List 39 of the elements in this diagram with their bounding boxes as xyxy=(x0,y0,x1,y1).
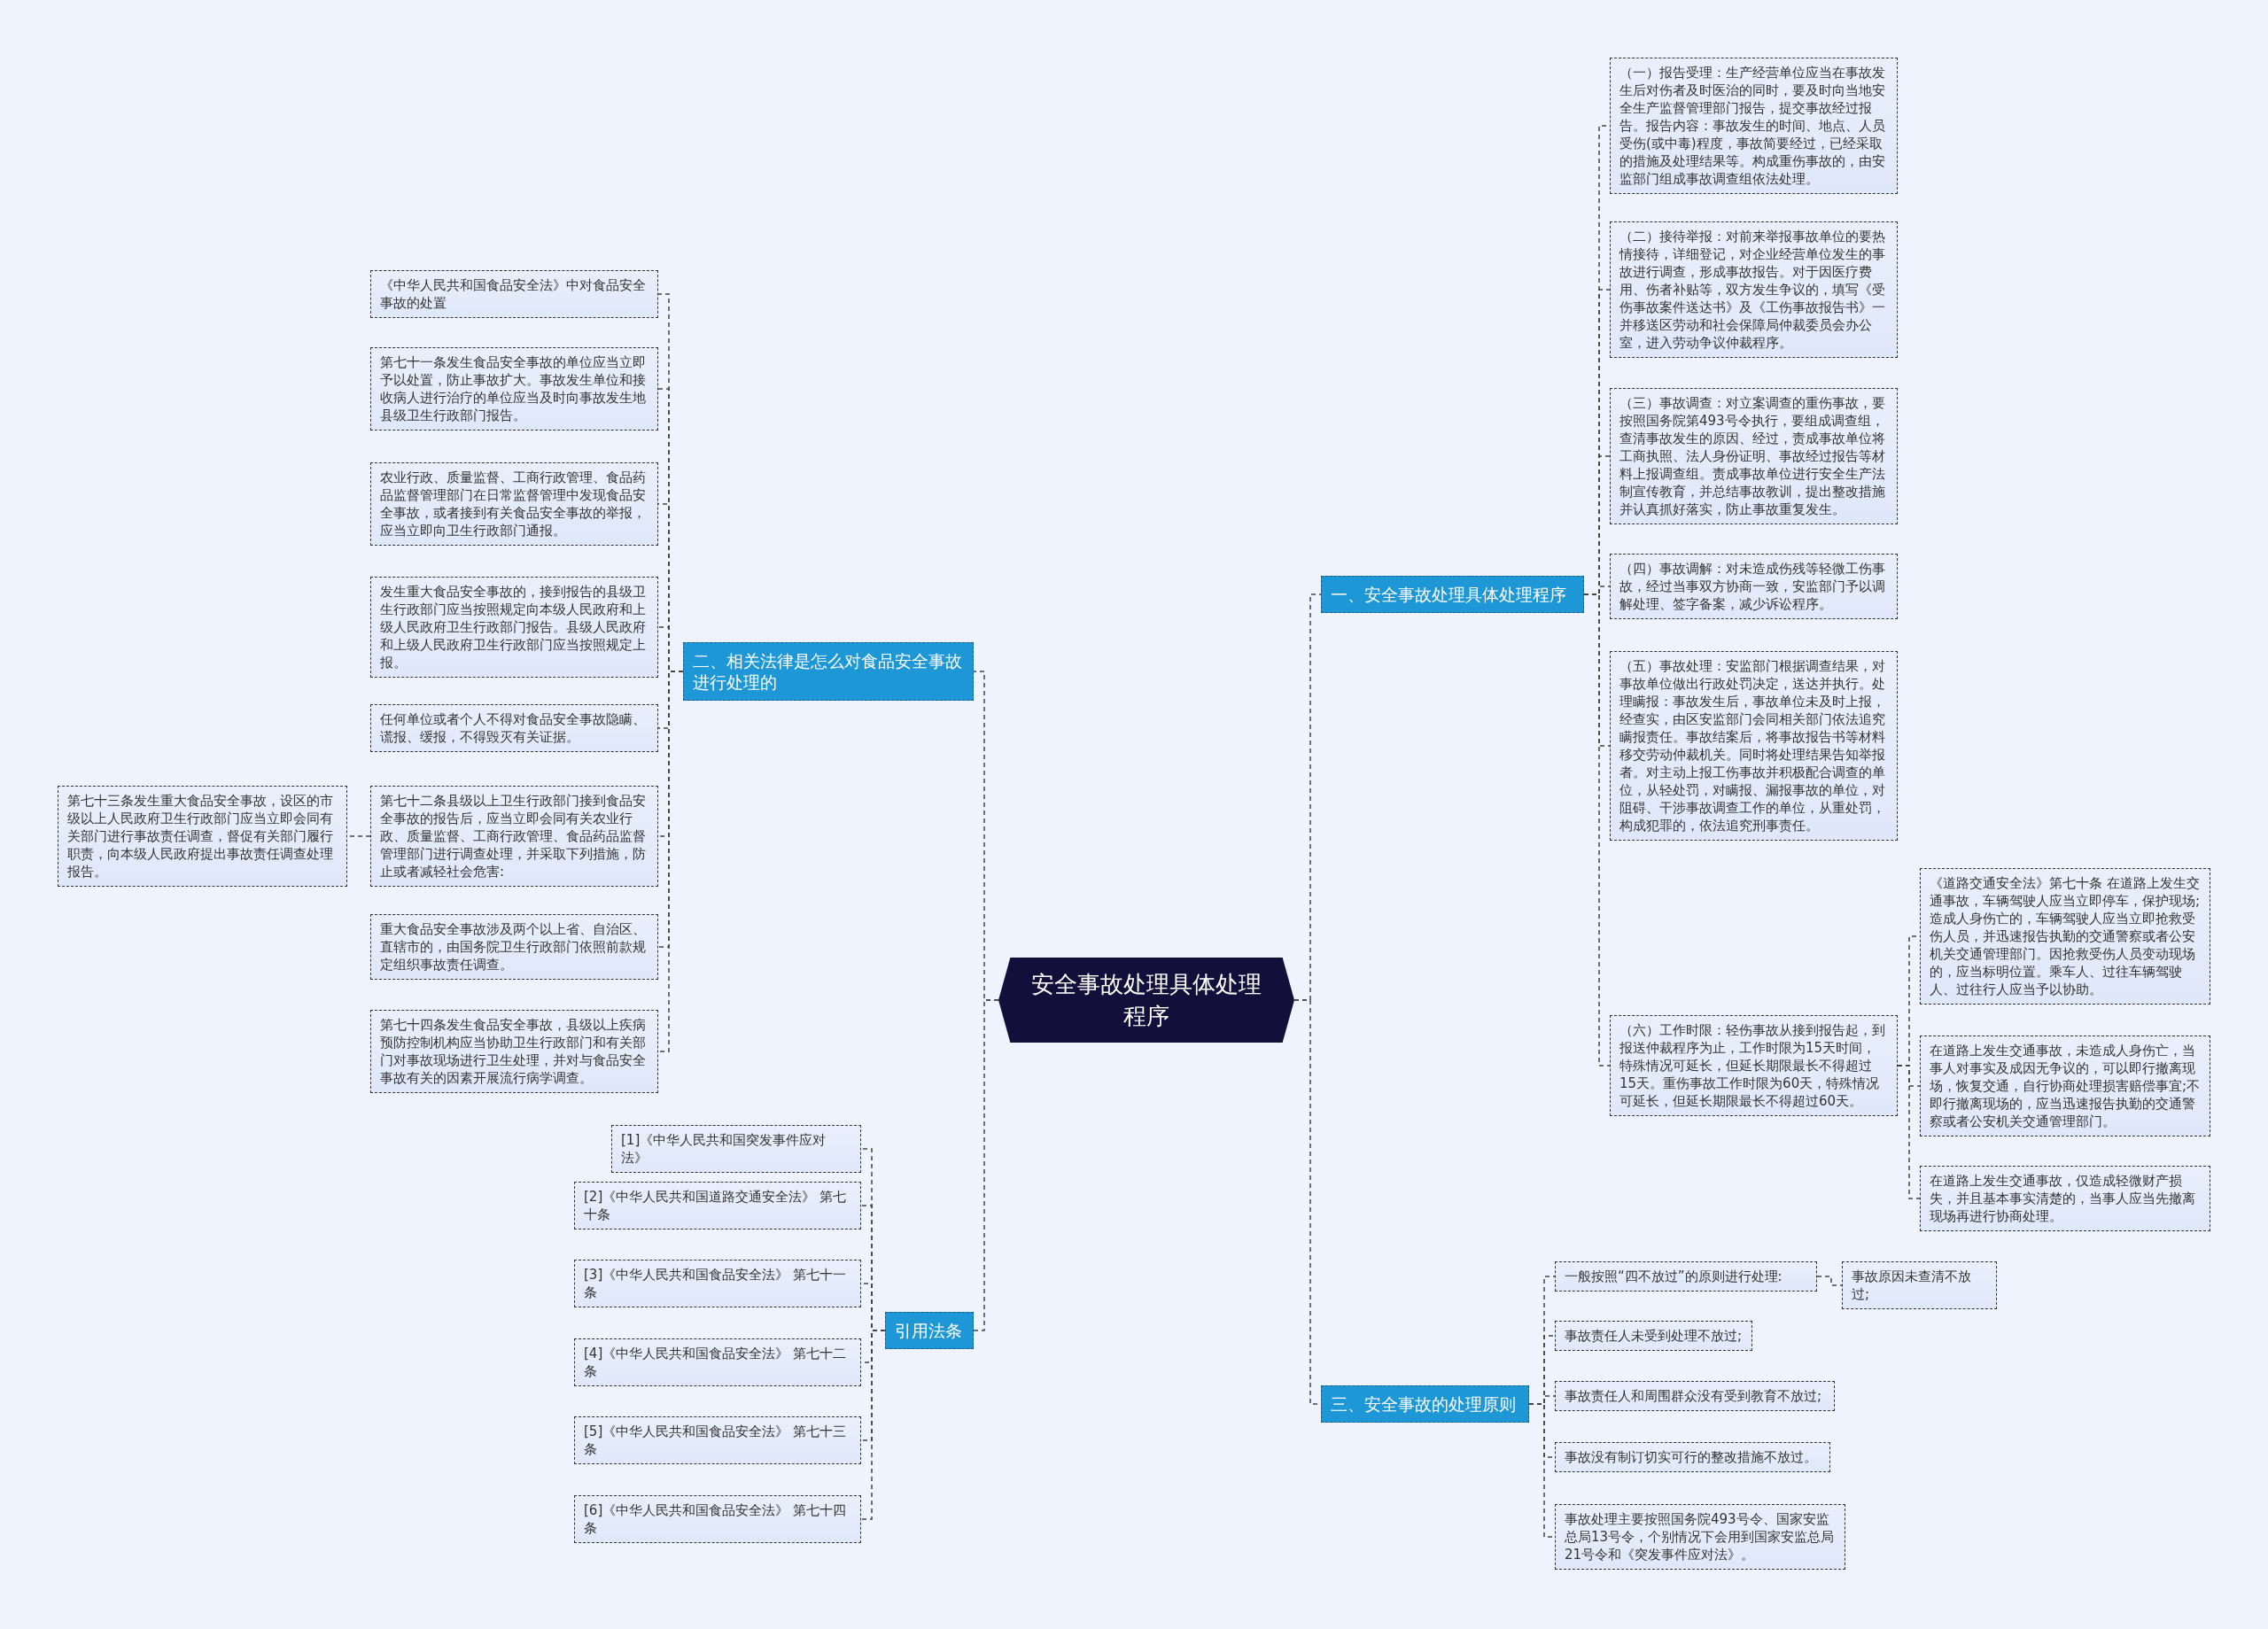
text-card: 第七十三条发生重大食品安全事故，设区的市级以上人民政府卫生行政部门应当立即会同有关部门进行事故责任调查，督促有关部门履行职责，向本级人民政府提出事故责任调查处理报告。 xyxy=(58,786,347,887)
text-card: 在道路上发生交通事故，未造成人身伤亡，当事人对事实及成因无争议的，可以即行撤离现场，恢复交通，自行协商处理损害赔偿事宜;不即行撤离现场的，应当迅速报告执勤的交通警察或者公安机关交通管理部门。 xyxy=(1920,1036,2210,1136)
text-card: 事故责任人和周围群众没有受到教育不放过; xyxy=(1555,1381,1835,1411)
text-card: 事故处理主要按照国务院493号令、国家安监总局13号令，个别情况下会用到国家安监总局21号令和《突发事件应对法》。 xyxy=(1555,1504,1845,1570)
connector-line xyxy=(860,1330,886,1520)
text-card: 农业行政、质量监督、工商行政管理、食品药品监督管理部门在日常监督管理中发现食品安全事故，或者接到有关食品安全事故的举报，应当立即向卫生行政部门通报。 xyxy=(370,462,658,546)
branch-topic: 三、安全事故的处理原则 xyxy=(1321,1385,1529,1423)
text-card: 《道路交通安全法》第七十条 在道路上发生交通事故，车辆驾驶人应当立即停车，保护现场;造成人身伤亡的，车辆驾驶人应当立即抢救受伤人员，并迅速报告执勤的交通警察或者公安机关交通管理部门。因抢救受伤人员变动现场的，应当标明位置。乘车人、过往车辆驾驶人、过往行人应当予以协助。 xyxy=(1920,868,2210,1005)
text-card: 一般按照“四不放过”的原则进行处理: xyxy=(1555,1261,1817,1292)
text-card: [6]《中华人民共和国食品安全法》 第七十四条 xyxy=(574,1495,861,1543)
text-card: 在道路上发生交通事故，仅造成轻微财产损失，并且基本事实清楚的，当事人应当先撤离现场再进行协商处理。 xyxy=(1920,1166,2210,1231)
connector-line xyxy=(1897,1065,1921,1199)
text-card: 第七十四条发生食品安全事故，县级以上疾病预防控制机构应当协助卫生行政部门和有关部门对事故现场进行卫生处理，并对与食品安全事故有关的因素开展流行病学调查。 xyxy=(370,1010,658,1093)
text-card: 事故责任人未受到处理不放过; xyxy=(1555,1321,1752,1351)
text-card: 任何单位或者个人不得对食品安全事故隐瞒、谎报、缓报，不得毁灭有关证据。 xyxy=(370,704,658,752)
text-card: 第七十一条发生食品安全事故的单位应当立即予以处置，防止事故扩大。事故发生单位和接收病人进行治疗的单位应当及时向事故发生地县级卫生行政部门报告。 xyxy=(370,347,658,431)
text-card: [2]《中华人民共和国道路交通安全法》 第七十条 xyxy=(574,1182,861,1230)
branch-topic: 一、安全事故处理具体处理程序 xyxy=(1321,576,1584,613)
text-card: （一）报告受理：生产经营单位应当在事故发生后对伤者及时医治的同时，要及时向当地安全生产监督管理部门报告，提交事故经过报告。报告内容：事故发生的时间、地点、人员受伤(或中毒)程度，事故简要经过，已经采取的措施及处理结果等。构成重伤事故的，由安监部门组成事故调查组依法处理。 xyxy=(1610,58,1898,194)
text-card: [3]《中华人民共和国食品安全法》 第七十一条 xyxy=(574,1260,861,1307)
text-card: [4]《中华人民共和国食品安全法》 第七十二条 xyxy=(574,1338,861,1386)
text-card: [1]《中华人民共和国突发事件应对法》 xyxy=(611,1125,861,1173)
connector-line xyxy=(973,999,999,1331)
text-card: 发生重大食品安全事故的，接到报告的县级卫生行政部门应当按照规定向本级人民政府和上级人民政府卫生行政部门报告。县级人民政府和上级人民政府卫生行政部门应当按照规定上报。 xyxy=(370,577,658,678)
text-card: [5]《中华人民共和国食品安全法》 第七十三条 xyxy=(574,1416,861,1464)
text-card: 事故原因未查清不放过; xyxy=(1842,1261,1997,1309)
central-topic: 安全事故处理具体处理程序 xyxy=(998,958,1294,1043)
text-card: 第七十二条县级以上卫生行政部门接到食品安全事故的报告后，应当立即会同有关农业行政、质量监督、工商行政管理、食品药品监督管理部门进行调查处理，并采取下列措施，防止或者减轻社会危害: xyxy=(370,786,658,887)
text-card: 《中华人民共和国食品安全法》中对食品安全事故的处置 xyxy=(370,270,658,318)
connector-line xyxy=(1816,1276,1843,1286)
text-card: （四）事故调解：对未造成伤残等轻微工伤事故，经过当事双方协商一致，安监部门予以调解处理、签字备案，减少诉讼程序。 xyxy=(1610,554,1898,619)
text-card: （五）事故处理：安监部门根据调查结果，对事故单位做出行政处罚决定，送达并执行。处理瞒报：事故发生后，事故单位未及时上报，经查实，由区安监部门会同相关部门依法追究瞒报责任。事故结案后，将事故报告书等材料移交劳动仲裁机关。同时将处理结果告知举报者。对主动上报工伤事故并积极配合调查的单位，从轻处罚，对瞒报、漏报事故的单位，对阻碍、干涉事故调查工作的单位，从重处罚，构成犯罪的，依法追究刑事责任。 xyxy=(1610,651,1898,841)
text-card: 事故没有制订切实可行的整改措施不放过。 xyxy=(1555,1442,1830,1472)
text-card: 重大食品安全事故涉及两个以上省、自治区、直辖市的，由国务院卫生行政部门依照前款规定组织事故责任调查。 xyxy=(370,914,658,980)
branch-topic: 引用法条 xyxy=(885,1312,974,1349)
text-card: （二）接待举报：对前来举报事故单位的要热情接待，详细登记，对企业经营单位发生的事故进行调查，形成事故报告。对于因医疗费用、伤者补贴等，双方发生争议的，填写《受伤事故案件送达书》及《工伤事故报告书》一并移送区劳动和社会保障局仲裁委员会办公室，进入劳动争议仲裁程序。 xyxy=(1610,221,1898,358)
text-card: （三）事故调查：对立案调查的重伤事故，要按照国务院第493号令执行，要组成调查组，查清事故发生的原因、经过，责成事故单位将工商执照、法人身份证明、事故经过报告等材料上报调查组。责成事故单位进行安全生产法制宣传教育，并总结事故教训，提出整改措施并认真抓好落实，防止事故重复发生。 xyxy=(1610,388,1898,524)
branch-topic: 二、相关法律是怎么对食品安全事故进行处理的 xyxy=(683,642,974,701)
text-card: （六）工作时限：轻伤事故从接到报告起，到报送仲裁程序为止，工作时限为15天时间，特殊情况可延长，但延长期限最长不得超过15天。重伤事故工作时限为60天，特殊情况可延长，但延长期限最长不得超过60天。 xyxy=(1610,1015,1898,1116)
